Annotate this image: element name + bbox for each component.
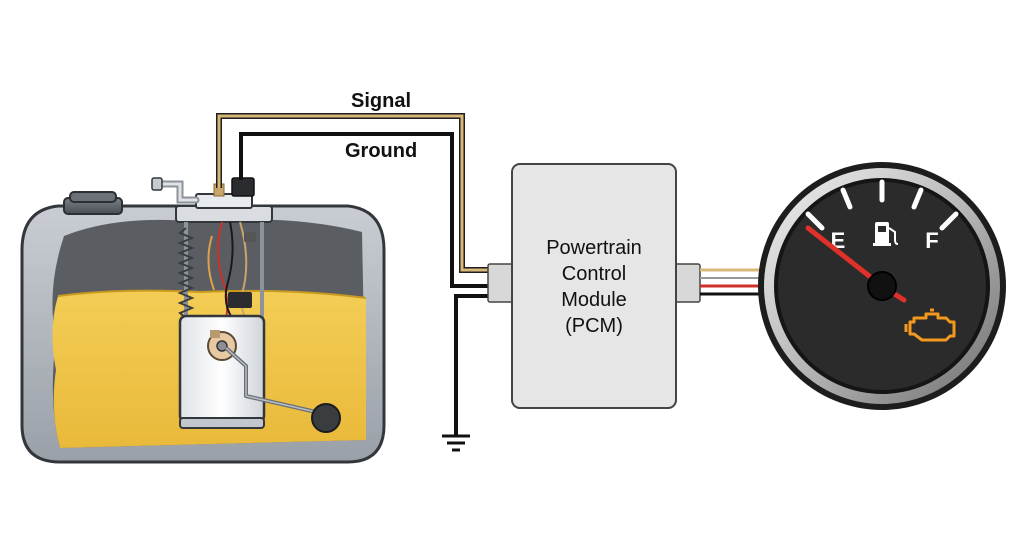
gauge-needle-hub <box>867 271 897 301</box>
pcm-module: Powertrain Control Module (PCM) <box>487 163 701 409</box>
signal-wire <box>216 113 490 273</box>
pcm-label-line4: (PCM) <box>565 315 623 337</box>
fuel-outlet-pipe <box>154 180 200 204</box>
signal-label: Signal <box>351 90 411 112</box>
fuel-gauge: E F <box>758 162 1006 410</box>
tank-cap <box>63 191 123 215</box>
ground-symbol-icon <box>442 434 470 452</box>
sender-spring <box>177 227 195 319</box>
gauge-needle <box>805 225 885 289</box>
fuel-pump-icon <box>873 222 899 246</box>
pcm-label-line2: Control <box>562 263 626 285</box>
pcm-box <box>511 163 677 409</box>
fuel-float <box>311 403 341 433</box>
ground-label: Ground <box>345 140 417 162</box>
check-engine-icon <box>904 308 956 342</box>
fuel-sender-assembly <box>151 177 341 433</box>
pcm-label-line3: Module <box>561 289 627 311</box>
gauge-full-label: F <box>925 228 938 253</box>
gauge-ticks <box>805 179 959 231</box>
ground-wire <box>239 132 490 436</box>
sender-connector <box>231 177 255 197</box>
pcm-label-line1: Powertrain <box>546 237 642 259</box>
